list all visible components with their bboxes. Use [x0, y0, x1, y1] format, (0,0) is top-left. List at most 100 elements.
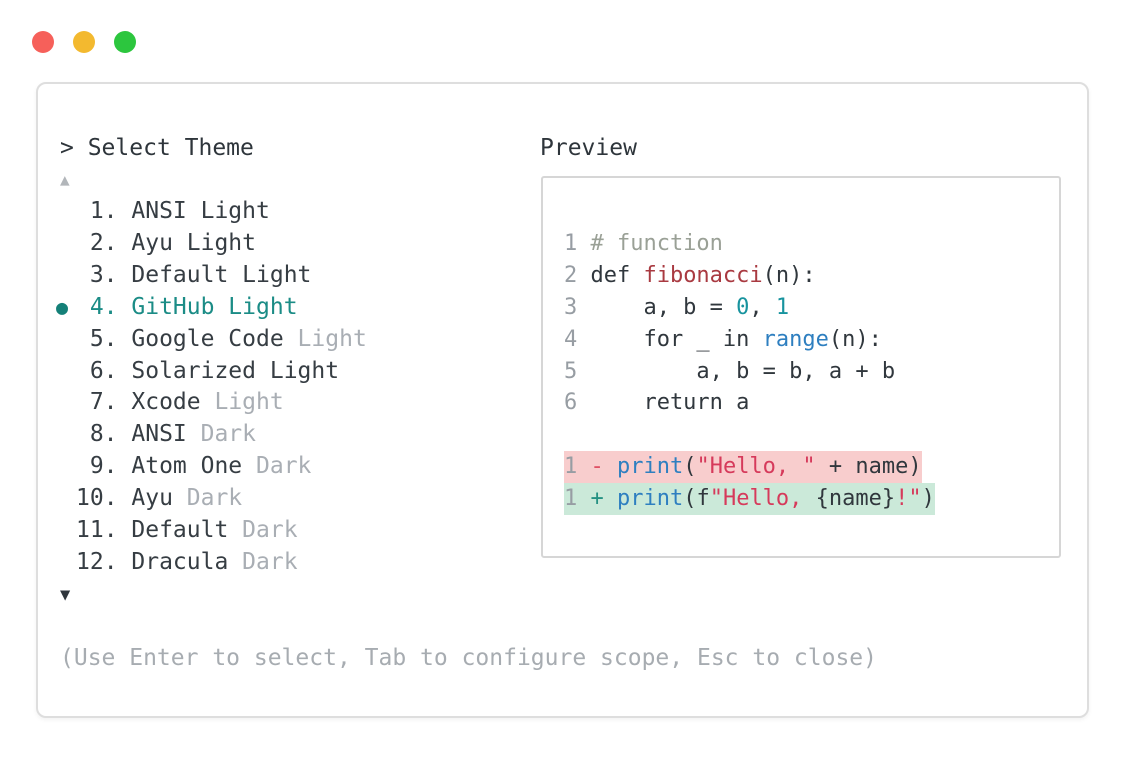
item-name: Default — [131, 517, 229, 544]
code-token: {name} — [815, 486, 896, 512]
item-number: 3. — [89, 261, 118, 288]
item-variant: Dark — [186, 421, 257, 448]
window-controls — [32, 31, 136, 53]
line-number: 5 — [564, 358, 578, 384]
theme-item-7[interactable]: 7.Xcode Light — [56, 387, 367, 419]
line-number: 1 — [564, 454, 578, 480]
code-line-content: 6 return a — [564, 387, 749, 419]
item-variant: Light — [283, 325, 367, 352]
theme-item-1[interactable]: 1. ANSI Light — [56, 196, 367, 228]
theme-picker-dialog: > Select Theme ▲ 1. ANSI Light 2. Ayu Light 3… — [36, 82, 1089, 718]
theme-item-5[interactable]: 5. Google Code Light — [56, 324, 367, 356]
preview-label: Preview — [540, 135, 637, 161]
item-number: 12. — [76, 548, 118, 575]
code-token: ) — [921, 486, 935, 512]
item-number: 2. — [89, 229, 118, 256]
item-number: 10. — [76, 485, 118, 512]
prompt-caret: > — [60, 135, 74, 161]
item-variant: Dark — [242, 453, 312, 480]
scroll-up-icon[interactable]: ▲ — [60, 164, 70, 196]
code-line-content: 4 for _ in range(n): — [564, 324, 882, 356]
code-line-6: 6 return a — [564, 387, 935, 419]
code-token: print — [616, 486, 684, 512]
theme-item-3[interactable]: 3. Default Light — [56, 260, 367, 292]
theme-item-8[interactable]: 8. ANSI Dark — [56, 419, 367, 451]
line-number: 1 — [564, 486, 578, 512]
item-number: 9. — [89, 453, 118, 480]
minimize-button-icon[interactable] — [73, 31, 95, 53]
item-name: Google Code — [131, 325, 284, 352]
prompt-row: > Select Theme — [60, 132, 254, 164]
code-line-1: 1 # function — [564, 228, 935, 260]
code-token: (n): — [762, 262, 816, 288]
line-number: 1 — [564, 231, 578, 256]
item-variant: Dark — [228, 517, 298, 544]
code-line-2: 2 def fibonacci(n): — [564, 260, 935, 292]
code-line-content: 1 # function — [564, 228, 723, 260]
line-number: 4 — [564, 326, 578, 352]
line-number: 6 — [564, 390, 578, 416]
code-token: ( — [683, 454, 697, 480]
code-token: return a — [590, 390, 750, 416]
code-line-content: 3 a, b = 0, 1 — [564, 292, 789, 324]
line-number: 3 — [564, 294, 578, 320]
theme-item-12[interactable]: 12.Dracula Dark — [56, 547, 367, 579]
code-line-5: 5 a, b = b, a + b — [564, 356, 935, 388]
item-name: ANSI — [131, 421, 187, 448]
code-line-3: 3 a, b = 0, 1 — [564, 292, 935, 324]
keyboard-hint: (Use Enter to select, Tab to configure s… — [60, 645, 877, 671]
code-token: print — [616, 454, 684, 480]
theme-item-11[interactable]: 11. Default Dark — [56, 515, 367, 547]
theme-item-2[interactable]: 2. Ayu Light — [56, 228, 367, 260]
code-token: fibonacci — [643, 262, 763, 288]
code-token: + name) — [815, 454, 922, 480]
dialog-title: Select Theme — [87, 135, 254, 161]
code-token: (n): — [828, 326, 882, 352]
code-token: def — [590, 262, 644, 288]
item-number: 11. — [76, 517, 118, 544]
item-number: 8. — [89, 421, 118, 448]
item-number: 4. — [89, 293, 118, 320]
code-token: , — [749, 294, 776, 320]
selected-dot-icon: ● — [56, 294, 69, 319]
code-token: "Hello, — [709, 486, 816, 512]
diff-added-line: 1+ print(f"Hello, {name}!") — [564, 483, 935, 516]
code-token: 0 — [736, 294, 750, 320]
item-name: Solarized Light — [131, 357, 340, 384]
code-token: a, b = — [590, 294, 737, 320]
theme-item-4[interactable]: ● 4. GitHub Light — [56, 292, 367, 324]
item-number: 1. — [89, 198, 118, 224]
theme-list: 1. ANSI Light 2. Ayu Light 3. Default Light ● 4… — [56, 196, 367, 579]
code-token: a, b = b, a + b — [590, 358, 896, 384]
code-line-4: 4 for _ in range(n): — [564, 324, 935, 356]
item-name: Atom One — [131, 453, 243, 480]
theme-item-10[interactable]: 10.Ayu Dark — [56, 483, 367, 515]
theme-item-6[interactable]: 6.Solarized Light — [56, 356, 367, 388]
line-number: 2 — [564, 262, 578, 288]
item-name: Dracula — [131, 548, 229, 575]
code-token: + — [590, 486, 604, 512]
maximize-button-icon[interactable] — [114, 31, 136, 53]
code-line-content: 5 a, b = b, a + b — [564, 356, 895, 388]
code-token: for _ in — [590, 326, 763, 352]
item-name: Default Light — [131, 261, 312, 288]
item-name: GitHub Light — [131, 293, 298, 320]
code-token: "Hello, " — [696, 454, 816, 480]
diff-removed-line: 1- print("Hello, " + name) — [564, 451, 922, 484]
code-token: # function — [590, 231, 723, 256]
item-number: 5. — [89, 325, 118, 352]
code-line-content: 2 def fibonacci(n): — [564, 260, 816, 292]
item-name: Xcode — [131, 389, 201, 416]
close-button-icon[interactable] — [32, 31, 54, 53]
item-name: Ayu Light — [131, 229, 256, 256]
item-variant: Light — [200, 389, 284, 416]
code-line-7 — [564, 419, 935, 451]
theme-item-9[interactable]: 9. Atom One Dark — [56, 451, 367, 483]
code-token — [604, 486, 617, 511]
code-token: range — [762, 326, 829, 352]
code-token: - — [590, 454, 604, 480]
item-name: Ayu — [131, 485, 173, 512]
scroll-down-icon[interactable]: ▼ — [60, 579, 70, 611]
item-name: ANSI Light — [131, 198, 270, 224]
